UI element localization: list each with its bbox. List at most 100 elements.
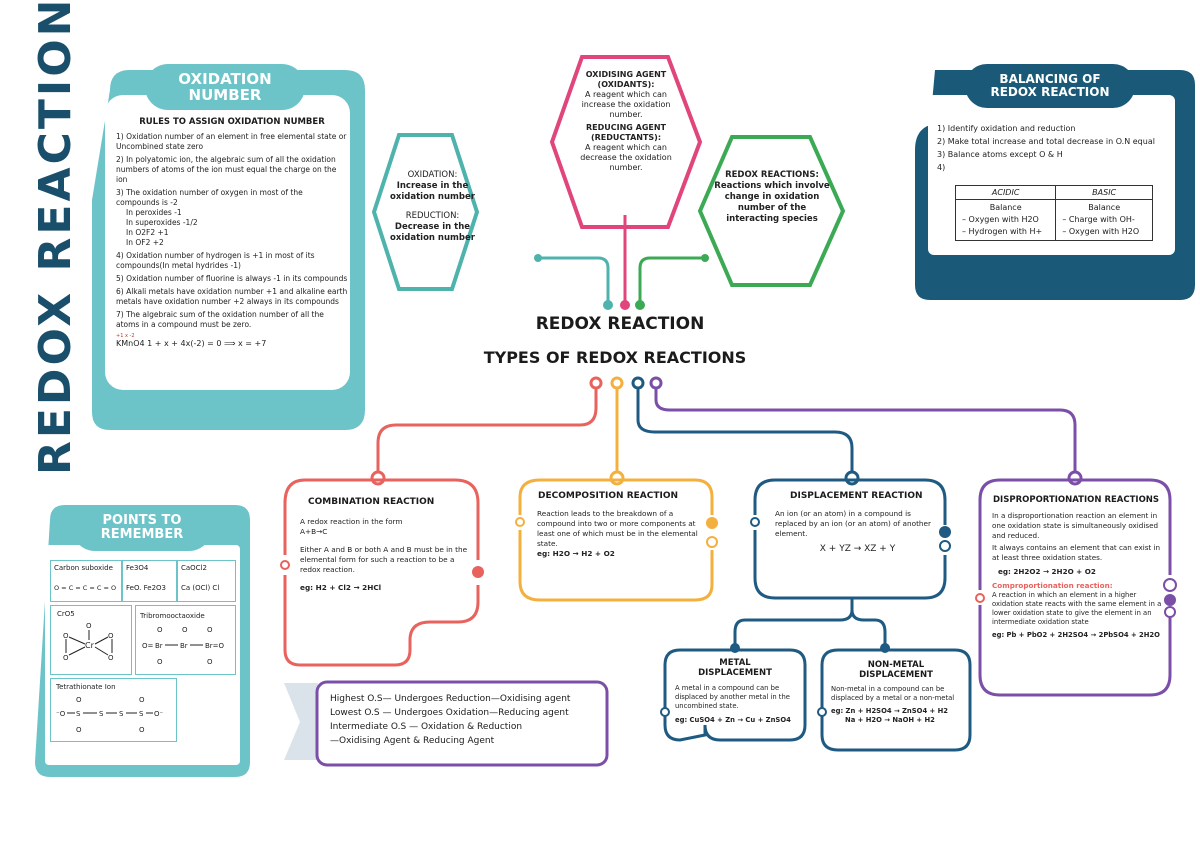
acidic-balance: Balance (989, 203, 1022, 212)
combination-box-shape (283, 478, 480, 667)
disproportionation-box-shape (978, 478, 1172, 697)
tribromo-box (135, 605, 236, 675)
displacement-text: An ion (or an atom) in a compound is rep… (775, 509, 932, 538)
combination-line1: A redox reaction in the form (300, 517, 403, 526)
comproportionation-title: Comproportionation reaction: (992, 581, 1113, 590)
comproportionation-text: A reaction in which an element in a high… (992, 591, 1162, 626)
svg-text:Br: Br (155, 642, 163, 650)
redox-definition-label: REDOX REACTIONS: (725, 170, 819, 180)
svg-text:O: O (157, 626, 163, 634)
svg-text:O: O (76, 726, 82, 734)
nonmetal-example1: eg: Zn + H2SO4 → ZnSO4 + H2 (831, 707, 949, 715)
metal-example: eg: CuSO4 + Zn → Cu + ZnSO4 (675, 716, 791, 724)
example-superscript: +1 x -2 (116, 333, 135, 339)
reducing-agent-definition: A reagent which can decrease the oxidati… (580, 143, 672, 172)
cro5-structure: Cr O O O O O (63, 622, 114, 662)
combination-title: COMBINATION REACTION (308, 497, 435, 507)
reduction-definition: Decrease in the oxidation number (390, 222, 475, 243)
svg-text:S: S (76, 710, 81, 718)
oxidation-number-title: OXIDATION NUMBER (145, 64, 305, 110)
oxidising-agent-label: OXIDISING AGENT (OXIDANTS): (585, 70, 667, 89)
points-title-line2: REMEMBER (100, 527, 184, 542)
rule-3: 3) The oxidation number of oxygen in mos… (116, 188, 303, 207)
rule-3d: In OF2 +2 (126, 238, 164, 247)
notes-box-shape (315, 680, 609, 767)
balancing-step-3: 3) Balance atoms except O & H (937, 150, 1063, 159)
svg-text:O=: O= (142, 642, 154, 650)
acidic-oxygen: – Oxygen with H2O (962, 215, 1039, 224)
svg-text:O: O (139, 696, 145, 704)
balancing-title-line1: BALANCING OF (999, 72, 1101, 86)
rule-3c: In O2F2 +1 (126, 228, 169, 237)
basic-balance: Balance (1088, 203, 1121, 212)
svg-text:O: O (63, 632, 69, 640)
tetrathionate-label: Tetrathionate Ion (56, 683, 116, 691)
carbon-suboxide-label: Carbon suboxide (54, 564, 113, 572)
agents-hexagon-shape (549, 55, 703, 229)
types-subtitle: TYPES OF REDOX REACTIONS (483, 348, 747, 367)
svg-text:O: O (86, 622, 92, 630)
rules-heading: RULES TO ASSIGN OXIDATION NUMBER (139, 117, 325, 127)
redox-hexagon-shape (697, 135, 846, 287)
displacement-box-shape (753, 478, 947, 600)
metal-title-line1: METAL (719, 658, 751, 668)
svg-text:O: O (63, 654, 69, 662)
nonmetal-displacement-title: NON-METAL DISPLACEMENT (832, 660, 960, 680)
displacement-body: An ion (or an atom) in a compound is rep… (775, 509, 940, 554)
decomposition-text: Reaction leads to the breakdown of a com… (537, 509, 698, 548)
svg-text:S: S (99, 710, 104, 718)
basic-rules: Balance – Charge with OH- – Oxygen with … (1055, 199, 1153, 241)
points-title-line1: POINTS TO (102, 513, 182, 528)
disproportionation-text2: It always contains an element that can e… (992, 543, 1161, 562)
tribromo-structure: O= Br Br Br=O O O O O O (142, 626, 225, 666)
rule-1: 1) Oxidation number of an element in fre… (116, 132, 347, 151)
note-3: Intermediate O.S — Oxidation & Reduction (330, 722, 523, 732)
caocl2-formula: CaOCl2 (181, 564, 207, 572)
svg-text:O: O (207, 626, 213, 634)
rule-6: 6) Alkali metals have oxidation number +… (116, 287, 348, 306)
svg-text:S: S (139, 710, 144, 718)
metal-text: A metal in a compound can be displaced b… (675, 684, 790, 710)
disproportionation-example2: eg: Pb + PbO2 + 2H2SO4 → 2PbSO4 + 2H2O (992, 631, 1160, 639)
rule-2: 2) In polyatomic ion, the algebraic sum … (116, 155, 337, 184)
decomposition-example: eg: H2O → H2 + O2 (537, 549, 615, 558)
rule-3a: In peroxides -1 (126, 208, 182, 217)
acidic-header: ACIDIC (954, 185, 1057, 200)
caocl2-detail: Ca (OCl) Cl (181, 584, 220, 592)
displacement-equation: X + YZ → XZ + Y (819, 544, 896, 554)
svg-text:O: O (139, 726, 145, 734)
oxidising-agent-definition: A reagent which can increase the oxidati… (581, 90, 671, 119)
oxidation-label: OXIDATION: (407, 170, 458, 180)
acidic-rules: Balance – Oxygen with H2O – Hydrogen wit… (954, 199, 1057, 241)
center-title: REDOX REACTION (535, 314, 705, 334)
basic-oxygen: – Oxygen with H2O (1062, 227, 1140, 236)
tetrathionate-box (50, 678, 177, 742)
balancing-table: ACIDIC BASIC Balance – Oxygen with H2O –… (954, 185, 1153, 241)
svg-text:Br=O: Br=O (205, 642, 225, 650)
rule-7: 7) The algebraic sum of the oxidation nu… (116, 310, 324, 329)
balancing-step-4: 4) (937, 163, 946, 172)
rule-3b: In superoxides -1/2 (126, 218, 198, 227)
disproportionation-text1: In a disproportionation reaction an elem… (992, 511, 1159, 540)
points-title: POINTS TO REMEMBER (72, 505, 212, 551)
rule-5: 5) Oxidation number of fluorine is alway… (116, 274, 348, 283)
reduction-label: REDUCTION: (405, 211, 460, 221)
metal-title-line2: DISPLACEMENT (698, 668, 772, 678)
combination-body: A redox reaction in the form A+B→C Eithe… (300, 517, 472, 593)
agents-hexagon: OXIDISING AGENT (OXIDANTS): A reagent wh… (570, 70, 682, 173)
svg-text:⁻O: ⁻O (56, 710, 66, 718)
basic-header: BASIC (1055, 185, 1153, 200)
svg-text:O: O (157, 658, 163, 666)
balancing-step-2: 2) Make total increase and total decreas… (937, 137, 1155, 146)
fe3o4-detail: FeO. Fe2O3 (126, 584, 166, 592)
cro5-label: CrO5 (57, 610, 75, 618)
notes-box: Highest O.S— Undergoes Reduction—Oxidisi… (330, 692, 600, 748)
nonmetal-example2: Na + H2O → NaOH + H2 (845, 716, 935, 724)
nonmetal-title-line2: DISPLACEMENT (859, 670, 933, 680)
disproportionation-title: DISPROPORTIONATION REACTIONS (993, 495, 1160, 505)
decomposition-body: Reaction leads to the breakdown of a com… (537, 509, 705, 559)
oxidation-rules: RULES TO ASSIGN OXIDATION NUMBER 1) Oxid… (116, 117, 348, 349)
nonmetal-box-shape (820, 648, 972, 752)
fe3o4-box (122, 560, 177, 602)
